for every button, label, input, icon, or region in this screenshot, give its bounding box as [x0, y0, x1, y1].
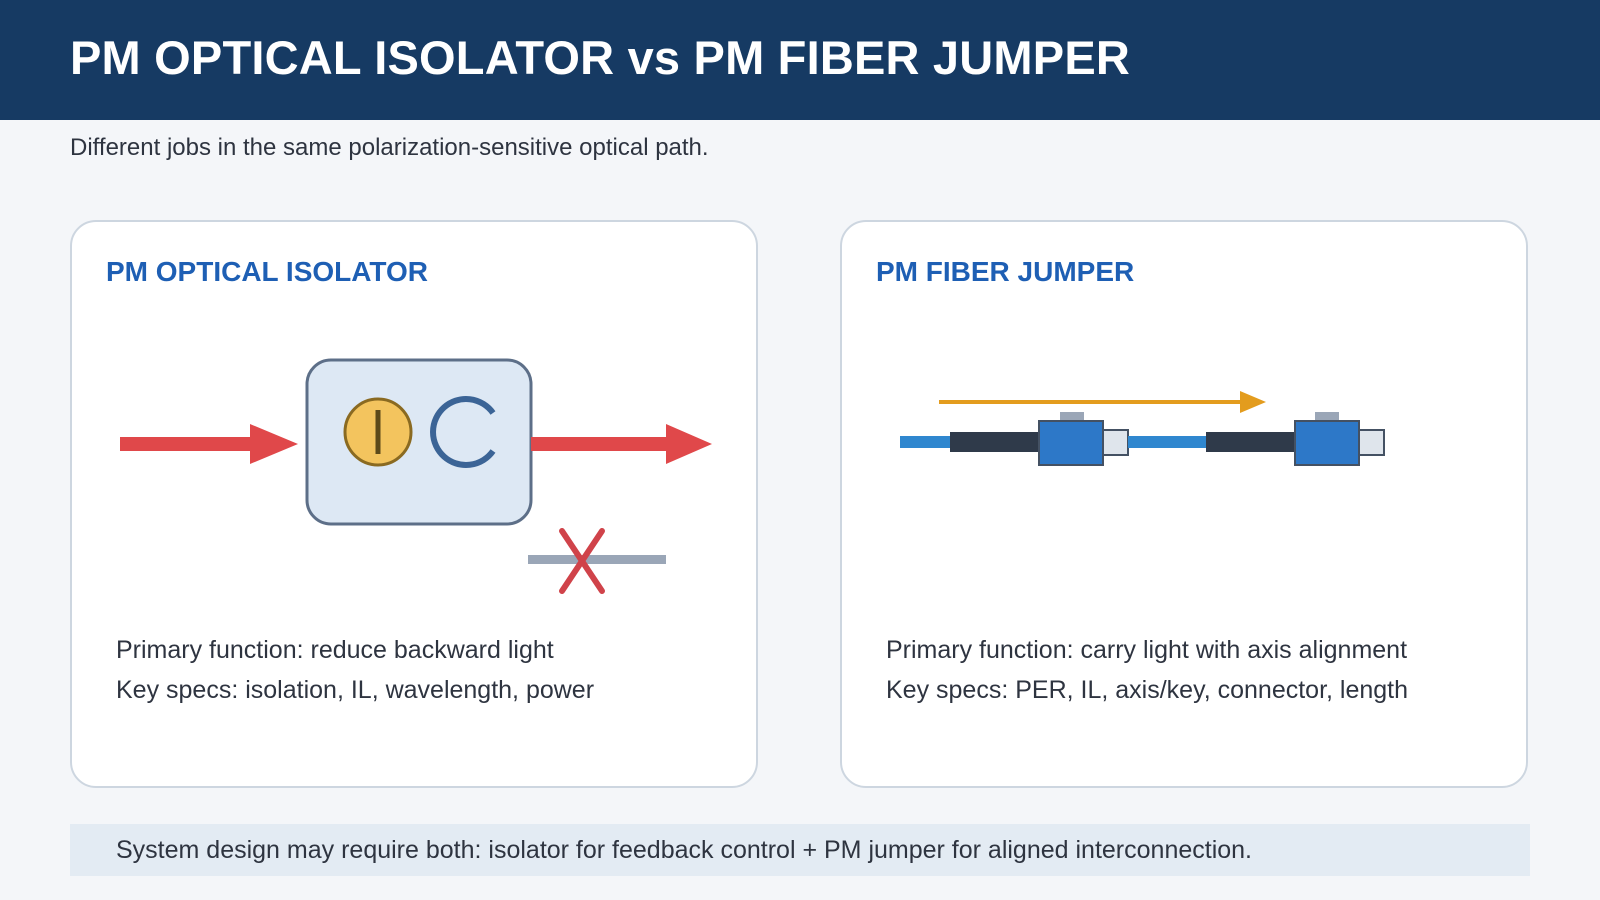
jumper-key-specs: Key specs: PER, IL, axis/key, connector,…: [886, 676, 1409, 704]
isolator-key-specs: Key specs: isolation, IL, wavelength, po…: [116, 676, 595, 704]
jumper-panel: PM FIBER JUMPER Primary function: carry …: [840, 220, 1528, 788]
forward-output-arrow-icon: [531, 424, 712, 464]
pm-connector-icon: [1206, 412, 1385, 466]
isolator-panel-title: PM OPTICAL ISOLATOR: [106, 256, 429, 287]
fiber-cable-icon: [900, 436, 950, 448]
faraday-rotator-icon: [430, 396, 496, 468]
forward-input-arrow-icon: [120, 424, 298, 464]
propagation-arrow-icon: [939, 391, 1266, 413]
pm-connector-icon: [950, 412, 1129, 466]
jumper-panel-title: PM FIBER JUMPER: [876, 256, 1135, 287]
polarizer-icon: [343, 397, 413, 467]
isolator-body: [305, 358, 533, 526]
isolator-primary-function: Primary function: reduce backward light: [116, 636, 554, 664]
footer-note-bar: System design may require both: isolator…: [70, 824, 1530, 876]
page-subtitle: Different jobs in the same polarization-…: [70, 134, 709, 161]
jumper-primary-function: Primary function: carry light with axis …: [886, 636, 1408, 664]
isolator-panel: PM OPTICAL ISOLATOR Primary functio: [70, 220, 758, 788]
header-bar: PM OPTICAL ISOLATOR vs PM FIBER JUMPER: [0, 0, 1600, 120]
isolator-diagram: [120, 358, 712, 594]
jumper-diagram: [900, 391, 1385, 466]
blocked-backward-path-icon: [528, 528, 666, 594]
page-title: PM OPTICAL ISOLATOR vs PM FIBER JUMPER: [70, 31, 1131, 84]
fiber-cable-icon: [1128, 436, 1206, 448]
footer-note: System design may require both: isolator…: [116, 836, 1252, 864]
